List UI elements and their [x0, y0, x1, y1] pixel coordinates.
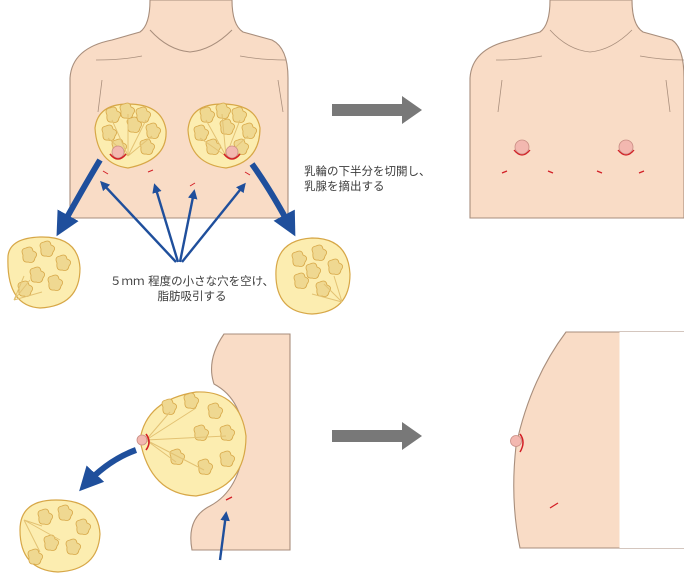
chest-after	[469, 0, 684, 219]
blue-arrow-right-extract	[249, 162, 296, 237]
blue-arrow-left-extract	[56, 158, 103, 237]
removed-gland-left	[7, 236, 81, 309]
side-view-after	[510, 331, 684, 549]
liposuction-pointer-side	[218, 511, 230, 561]
liposuction-marks-top	[102, 169, 251, 187]
gray-arrow-top	[332, 96, 422, 124]
side-view-before	[136, 333, 291, 551]
gray-arrow-bottom	[332, 422, 422, 450]
caption-areola-incision: 乳輪の下半分を切開し、 乳腺を摘出する	[304, 164, 431, 194]
liposuction-pointer-arrows	[100, 180, 246, 263]
removed-gland-side	[19, 499, 101, 573]
caption-line: ５ｍｍ 程度の小さな穴を空け、	[109, 274, 275, 288]
areola-incisions-top	[109, 153, 241, 160]
caption-line: 乳輪の下半分を切開し、	[304, 164, 431, 178]
caption-line: 脂肪吸引する	[157, 289, 227, 303]
removed-gland-right	[275, 237, 351, 315]
nipples-before	[111, 145, 239, 159]
blue-arrow-side-extract	[79, 447, 138, 492]
right-mammary-gland	[187, 102, 261, 169]
caption-line: 乳腺を摘出する	[304, 179, 385, 193]
caption-liposuction: ５ｍｍ 程度の小さな穴を空け、 脂肪吸引する	[90, 274, 294, 304]
